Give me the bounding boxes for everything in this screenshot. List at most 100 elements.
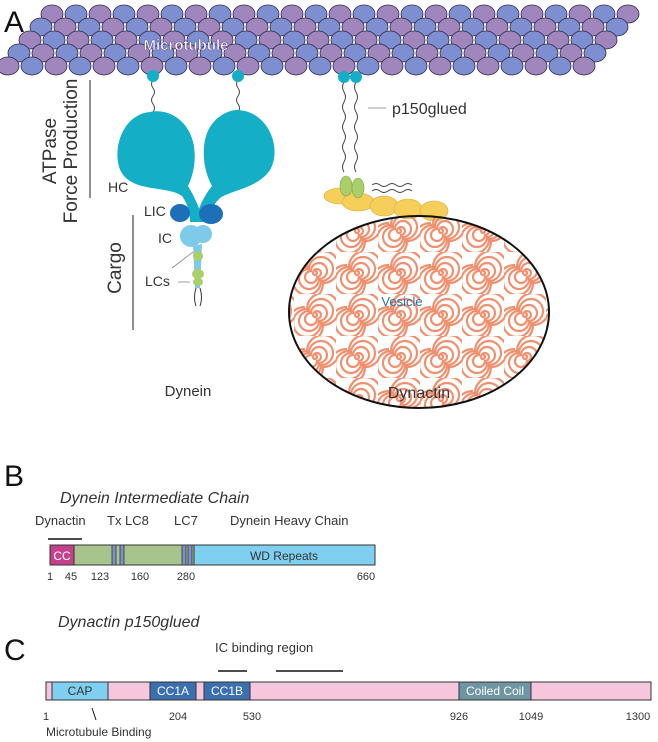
p150-label: p150glued	[392, 101, 467, 118]
lc8-site	[119, 544, 125, 566]
tubulin-subunit	[428, 56, 452, 76]
p150-pos-204: 204	[169, 711, 187, 723]
tubulin-subunit	[79, 43, 103, 63]
wd-label: WD Repeats	[250, 549, 318, 563]
lic-label: LIC	[144, 203, 166, 219]
tubulin-subunit	[53, 17, 77, 37]
tubulin-subunit	[295, 43, 319, 63]
tubulin-subunit	[616, 4, 640, 24]
tubulin-subunit	[319, 43, 343, 63]
hc-label: HC	[108, 179, 128, 195]
cc1a-domain	[149, 681, 197, 701]
tubulin-subunit	[221, 17, 245, 37]
tubulin-subunit	[258, 30, 282, 50]
p150-pos-926: 926	[450, 711, 468, 723]
lic-right	[199, 204, 223, 224]
tubulin-subunit	[389, 17, 413, 37]
p150-stalks	[342, 81, 413, 193]
p150-chain-body	[45, 681, 652, 701]
tubulin-subunit	[42, 30, 66, 50]
tubulin-subunit	[365, 17, 389, 37]
tubulin-subunit	[568, 4, 592, 24]
dynein-label: Dynein	[165, 383, 212, 400]
tubulin-subunit	[450, 30, 474, 50]
vesicle	[288, 215, 550, 409]
tubulin-subunit	[352, 4, 376, 24]
tubulin-subunit	[234, 30, 258, 50]
tubulin-subunit	[188, 56, 212, 76]
tubulin-subunit	[426, 30, 450, 50]
tubulin-subunit	[474, 30, 498, 50]
p150-head	[351, 177, 365, 199]
label-dynein-heavy-chain: Dynein Heavy Chain	[230, 513, 349, 528]
tubulin-subunit	[308, 56, 332, 76]
cc1b-label: CC1B	[211, 684, 243, 698]
ic-pos-280: 280	[177, 571, 195, 583]
tubulin-subunit	[293, 17, 317, 37]
wd-repeats-domain	[193, 544, 376, 566]
atpase-label: ATPase	[40, 118, 61, 184]
tubulin-subunit	[199, 43, 223, 63]
cargo-label: Cargo	[105, 242, 126, 294]
p150-pos-530: 530	[243, 711, 261, 723]
tubulin-subunit	[367, 43, 391, 63]
tubulin-subunit	[127, 43, 151, 63]
tubulin-subunit	[284, 56, 308, 76]
tubulin-subunit	[581, 17, 605, 37]
tubulin-subunit	[572, 56, 596, 76]
cc1a-label: CC1A	[157, 684, 189, 698]
tubulin-subunit	[101, 17, 125, 37]
dynein-molecule	[117, 70, 275, 307]
vesicle-outline	[288, 215, 550, 409]
tubulin-subunit	[31, 43, 55, 63]
cap-domain	[51, 681, 109, 701]
tubulin-subunit	[271, 43, 295, 63]
tubulin-subunit	[40, 4, 64, 24]
ic-right	[194, 225, 212, 243]
p150-pos-1049: 1049	[519, 711, 543, 723]
tubulin-subunit	[476, 56, 500, 76]
lcs-label: LCs	[145, 273, 170, 289]
tubulin-subunit	[570, 30, 594, 50]
tubulin-subunit	[472, 4, 496, 24]
tubulin-subunit	[260, 56, 284, 76]
cc-domain	[49, 544, 75, 566]
ic-label: IC	[158, 230, 172, 246]
ic-pos-660: 660	[357, 571, 375, 583]
tubulin-subunit	[77, 17, 101, 37]
vesicle-texture	[289, 216, 549, 408]
vesicle-label: Vesicle	[381, 294, 422, 309]
tubulin-subunit	[424, 4, 448, 24]
tubulin-subunit	[232, 4, 256, 24]
tubulin-subunit	[116, 56, 140, 76]
tubulin-subunit	[184, 4, 208, 24]
tubulin-subunit	[439, 43, 463, 63]
tubulin-subunit	[520, 4, 544, 24]
tubulin-subunit	[223, 43, 247, 63]
tubulin-subunit	[92, 56, 116, 76]
panel-a-letter: A	[4, 6, 24, 39]
tubulin-subunit	[112, 4, 136, 24]
tubulin-subunit	[448, 4, 472, 24]
tubulin-subunit	[66, 30, 90, 50]
tubulin-subunit	[485, 17, 509, 37]
p150-chain-title: Dynactin p150glued	[58, 614, 201, 631]
microtubule	[0, 4, 640, 76]
tubulin-subunit	[114, 30, 138, 50]
tubulin-subunit	[544, 4, 568, 24]
tubulin-subunit	[160, 4, 184, 24]
ic-pos-123: 123	[91, 571, 109, 583]
tubulin-subunit	[164, 56, 188, 76]
tubulin-subunit	[378, 30, 402, 50]
tubulin-subunit	[210, 30, 234, 50]
dynactin-label: Dynactin	[388, 385, 450, 402]
lc-pointer	[171, 251, 194, 269]
cc1b-domain	[203, 681, 251, 701]
tubulin-subunit	[463, 43, 487, 63]
tubulin-subunit	[402, 30, 426, 50]
tubulin-subunit	[509, 17, 533, 37]
tubulin-subunit	[151, 43, 175, 63]
tubulin-subunit	[391, 43, 415, 63]
tubulin-subunit	[583, 43, 607, 63]
ic-pos-45: 45	[65, 571, 77, 583]
